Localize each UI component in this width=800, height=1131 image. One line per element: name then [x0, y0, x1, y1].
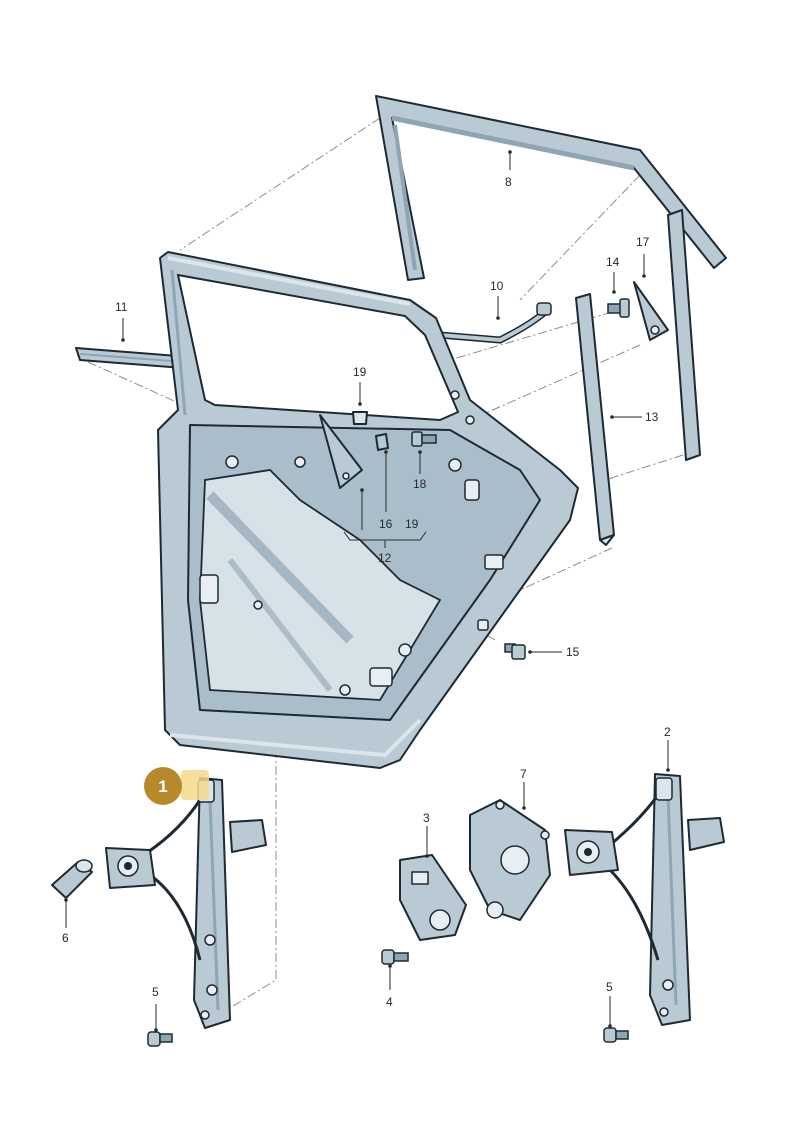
label-11: 11	[115, 300, 128, 314]
label-5-right: 5	[606, 980, 613, 994]
mirror-triangle-cover	[319, 414, 363, 489]
label-19-upper: 19	[353, 365, 367, 379]
label-14: 14	[606, 255, 620, 269]
label-6: 6	[62, 931, 69, 945]
label-18: 18	[413, 477, 427, 491]
label-17: 17	[636, 235, 650, 249]
label-12: 12	[378, 551, 392, 565]
window-regulator-right	[564, 773, 725, 1026]
callout-1[interactable]: 1	[144, 767, 209, 805]
screw-15	[504, 643, 526, 660]
screw-4	[381, 949, 409, 965]
clip-16	[375, 433, 389, 451]
corner-triangle-cover	[633, 281, 669, 341]
part-labels: 8 17 14 10 11 13 19 18 16	[62, 150, 671, 1032]
callout-1-number: 1	[158, 777, 167, 796]
regulator-cap	[51, 859, 93, 899]
control-unit	[469, 799, 551, 921]
label-13: 13	[645, 410, 659, 424]
label-7: 7	[520, 767, 527, 781]
clip-19	[352, 411, 368, 425]
label-5-left: 5	[152, 985, 159, 999]
screw-18	[411, 431, 437, 447]
door-shell	[157, 251, 579, 769]
screw-5-right	[603, 1027, 629, 1043]
window-regulator-left	[105, 777, 267, 1029]
window-motor	[399, 854, 467, 941]
pillar-trim-strip	[575, 293, 615, 546]
label-3: 3	[423, 811, 430, 825]
screw-14	[607, 298, 630, 318]
label-8: 8	[505, 175, 512, 189]
rear-guide-channel	[667, 209, 701, 461]
label-4: 4	[386, 995, 393, 1009]
label-19-lower: 19	[405, 517, 419, 531]
label-15: 15	[566, 645, 580, 659]
window-frame-seal	[375, 95, 727, 281]
label-2: 2	[664, 725, 671, 739]
assembly-guide-lines	[87, 117, 684, 1021]
label-10: 10	[490, 279, 504, 293]
label-16: 16	[379, 517, 393, 531]
screw-5-left	[147, 1031, 173, 1047]
